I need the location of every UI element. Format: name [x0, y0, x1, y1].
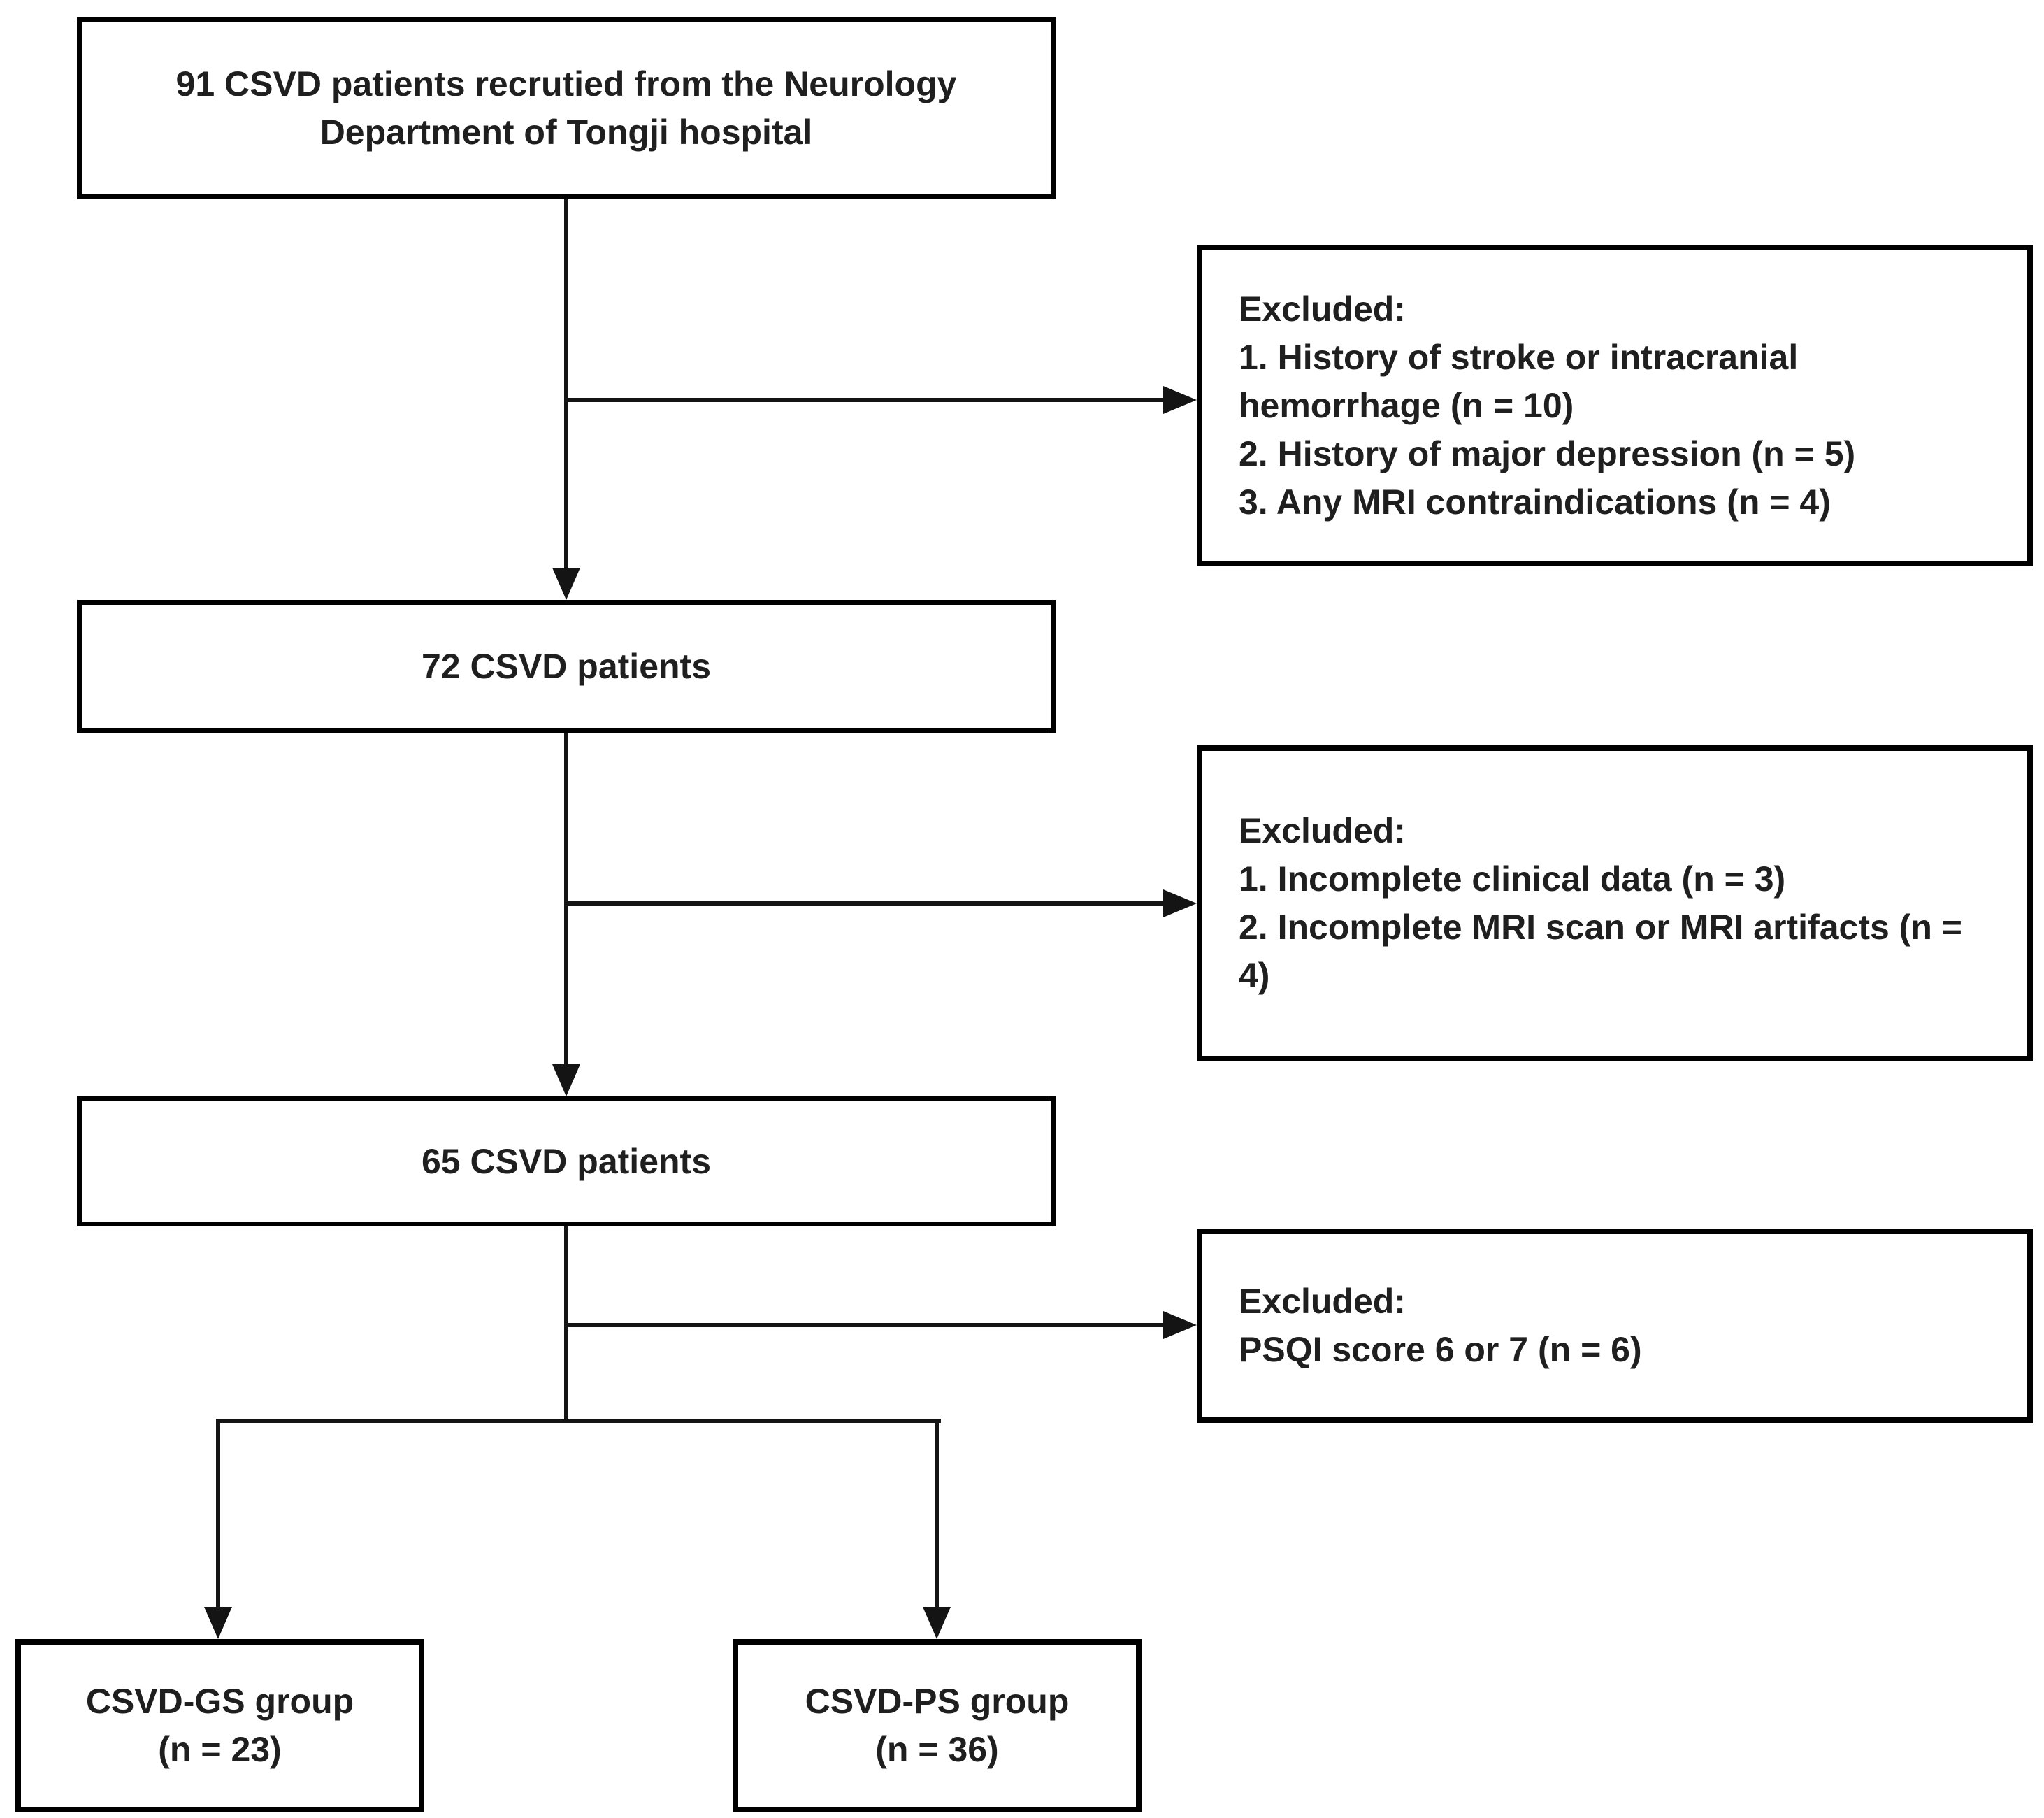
node-label: 72 CSVD patients [421, 646, 711, 686]
node-72-csvd-patients: 72 CSVD patients [77, 600, 1056, 733]
connector-split-horizontal [216, 1419, 941, 1423]
connector-branch-exclusion-1 [566, 398, 1163, 402]
node-label: CSVD-PS group [805, 1682, 1070, 1721]
connector-split-to-ps [935, 1419, 939, 1608]
node-csvd-ps-group: CSVD-PS group (n = 36) [733, 1639, 1142, 1812]
exclusion-item: 2. History of major depression (n = 5) [1239, 434, 1856, 473]
exclusion-title: Excluded: [1239, 289, 1406, 329]
node-label: 65 CSVD patients [421, 1141, 711, 1181]
arrow-down-icon [552, 568, 580, 600]
exclusion-title: Excluded: [1239, 811, 1406, 850]
exclusion-item: 1. Incomplete clinical data (n = 3) [1239, 859, 1786, 899]
exclusion-item: 2. Incomplete MRI scan or MRI artifacts … [1239, 908, 1962, 995]
node-sublabel: (n = 36) [875, 1730, 999, 1769]
exclusion-box-3: Excluded: PSQI score 6 or 7 (n = 6) [1197, 1229, 2033, 1423]
node-label: 91 CSVD patients recrutied from the Neur… [175, 64, 957, 152]
exclusion-box-2: Excluded: 1. Incomplete clinical data (n… [1197, 745, 2033, 1061]
connector-branch-exclusion-3 [566, 1323, 1163, 1327]
exclusion-box-1: Excluded: 1. History of stroke or intrac… [1197, 245, 2033, 566]
connector-branch-exclusion-2 [566, 901, 1163, 906]
connector-72-to-65 [564, 733, 568, 1065]
node-label: CSVD-GS group [85, 1682, 354, 1721]
node-csvd-gs-group: CSVD-GS group (n = 23) [15, 1639, 424, 1812]
exclusion-title: Excluded: [1239, 1282, 1406, 1321]
node-sublabel: (n = 23) [158, 1730, 282, 1769]
node-65-csvd-patients: 65 CSVD patients [77, 1096, 1056, 1226]
exclusion-item: PSQI score 6 or 7 (n = 6) [1239, 1330, 1642, 1369]
exclusion-item: 1. History of stroke or intracranial hem… [1239, 337, 1799, 425]
arrow-right-icon [1163, 386, 1197, 414]
arrow-right-icon [1163, 889, 1197, 917]
arrow-right-icon [1163, 1311, 1197, 1339]
arrow-down-icon [552, 1064, 580, 1096]
arrow-down-icon [204, 1607, 232, 1639]
connector-split-to-gs [216, 1419, 220, 1608]
node-recruited-patients: 91 CSVD patients recrutied from the Neur… [77, 17, 1056, 199]
arrow-down-icon [923, 1607, 951, 1639]
connector-recruited-to-72 [564, 199, 568, 568]
exclusion-item: 3. Any MRI contraindications (n = 4) [1239, 482, 1831, 522]
